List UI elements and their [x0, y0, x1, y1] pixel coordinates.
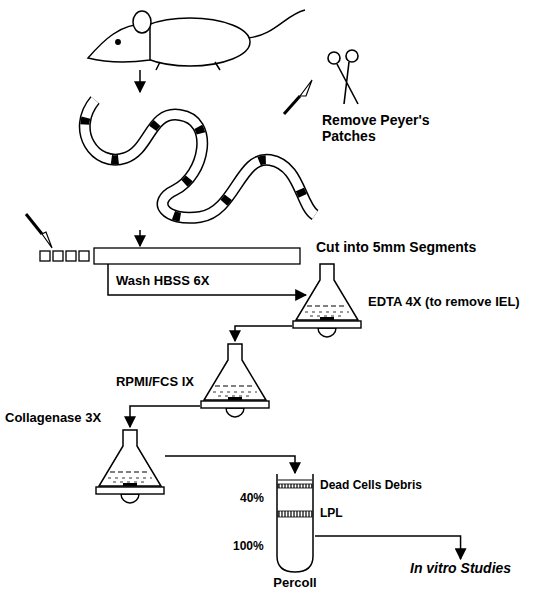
step-caption: LPL [320, 507, 343, 521]
step-label: EDTA 4X (to remove IEL) [368, 295, 520, 310]
step-label: Percoll [273, 576, 316, 591]
step-caption: Cut into 5mm Segments [316, 239, 476, 255]
mouse [88, 10, 305, 70]
flow-arrow [165, 456, 295, 473]
scalpel-handle [26, 214, 42, 234]
stir-plate [293, 321, 361, 328]
stir-plate [96, 487, 164, 494]
flask-outline [296, 264, 358, 320]
step-caption: Dead Cells Debris [320, 479, 422, 493]
scissors-ring [328, 52, 340, 64]
flask-outline [204, 344, 266, 400]
flask-step: RPMI/FCS IX [116, 342, 270, 422]
scalpel-blade [42, 232, 52, 248]
scissors-blade [337, 62, 358, 104]
flask-liquid [305, 312, 349, 316]
percoll-tube: Percoll [273, 474, 316, 591]
flask-outline [99, 430, 161, 486]
flask-step: EDTA 4X (to remove IEL) [292, 262, 520, 342]
mouse-feet [156, 62, 220, 70]
intestine-outline [85, 100, 315, 218]
flask-liquid [307, 305, 347, 306]
stir-bar [228, 397, 242, 400]
stirrer-knob [318, 328, 336, 337]
scalpel-handle [284, 96, 300, 114]
mouse-tail [248, 10, 305, 38]
liquid-surface [278, 480, 312, 481]
scissors-ring [346, 50, 358, 62]
lpl-band [278, 511, 312, 517]
tube-shape [275, 474, 315, 574]
flask-shape [95, 428, 165, 508]
step-caption: Remove Peyer's Patches [322, 112, 452, 144]
scissors [328, 50, 358, 104]
debris-band [278, 484, 312, 488]
flask-liquid [110, 471, 150, 472]
stirrer-knob [121, 494, 139, 503]
segment [40, 251, 50, 261]
stir-bar [123, 483, 137, 486]
peyers-patch [85, 100, 315, 218]
step-caption: 40% [240, 492, 264, 506]
flask-step: Collagenase 3X [5, 411, 165, 508]
step-label: In vitro Studies [410, 560, 511, 576]
stirrer-knob [226, 408, 244, 417]
stir-plate [201, 401, 269, 408]
flask-liquid [215, 385, 255, 386]
result-step: In vitro Studies [410, 560, 511, 576]
intestine-lumen [85, 100, 315, 218]
flask-liquid [108, 478, 152, 482]
mouse-ear [133, 11, 151, 33]
scalpel [284, 80, 312, 114]
flow-arrow [130, 406, 200, 427]
intestine-segments [40, 248, 300, 264]
scalpel [26, 214, 52, 248]
intestine-strip [94, 248, 300, 264]
flow-arrow [235, 326, 292, 341]
step-arrow [139, 70, 141, 92]
mouse-eye [116, 40, 120, 44]
scalpel-blade [300, 80, 312, 96]
flow-arrow [315, 536, 461, 559]
step-caption: Wash HBSS 6X [116, 274, 209, 289]
segment [53, 251, 63, 261]
stir-bar [320, 317, 334, 320]
tube-outline [277, 474, 313, 572]
segment [66, 251, 76, 261]
step-arrow [108, 264, 306, 295]
flask-liquid [213, 392, 257, 396]
segment [79, 251, 89, 261]
flask-shape [200, 342, 270, 422]
flask-shape [292, 262, 362, 342]
step-arrow [139, 230, 141, 246]
step-label: Collagenase 3X [5, 411, 101, 426]
step-caption: 100% [233, 540, 264, 554]
step-label: RPMI/FCS IX [116, 375, 194, 390]
